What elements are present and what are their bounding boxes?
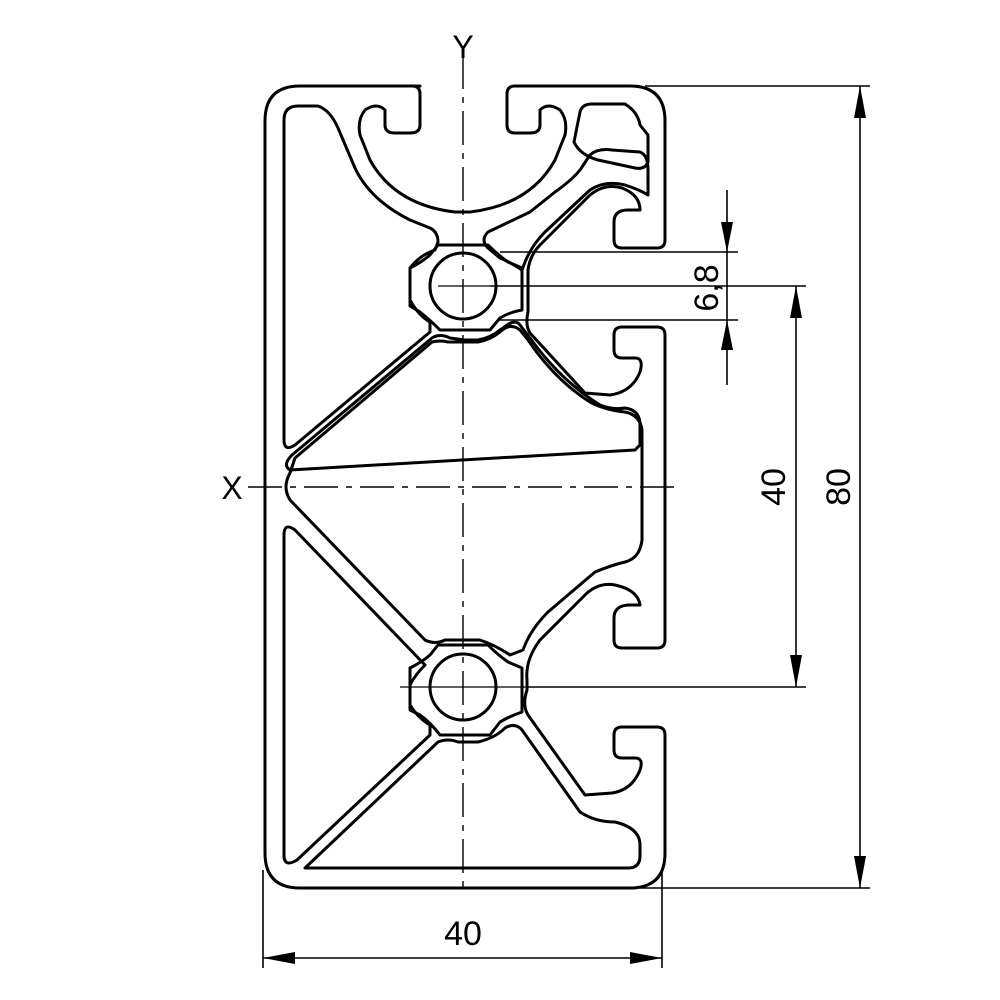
height-arrow-bottom [854, 856, 866, 888]
cavity-left-upper-tri [285, 320, 642, 472]
x-axis-label: X [221, 470, 242, 506]
y-axis-label: Y [452, 29, 473, 65]
cavity-bottom [303, 723, 642, 870]
pitch-arrow-bottom [790, 655, 802, 687]
width-arrow-left [263, 952, 295, 964]
profile-outer-contour [263, 84, 667, 890]
cavity-center [284, 325, 644, 657]
bore-arrow-top [721, 222, 733, 252]
cavity-top-right-corner [572, 102, 650, 170]
upper-core-boss [408, 243, 524, 332]
height-arrow-top [854, 86, 866, 118]
bore-dimension-label: 6,8 [688, 264, 726, 311]
width-dimension-label: 40 [444, 915, 482, 953]
pitch-dimension-label: 40 [755, 468, 793, 506]
lower-core-boss [408, 643, 524, 737]
cavity-lower-left [282, 525, 432, 865]
width-arrow-right [630, 952, 662, 964]
height-dimension-label: 80 [820, 468, 858, 506]
bore-arrow-bottom [721, 320, 733, 350]
pitch-arrow-top [790, 286, 802, 318]
